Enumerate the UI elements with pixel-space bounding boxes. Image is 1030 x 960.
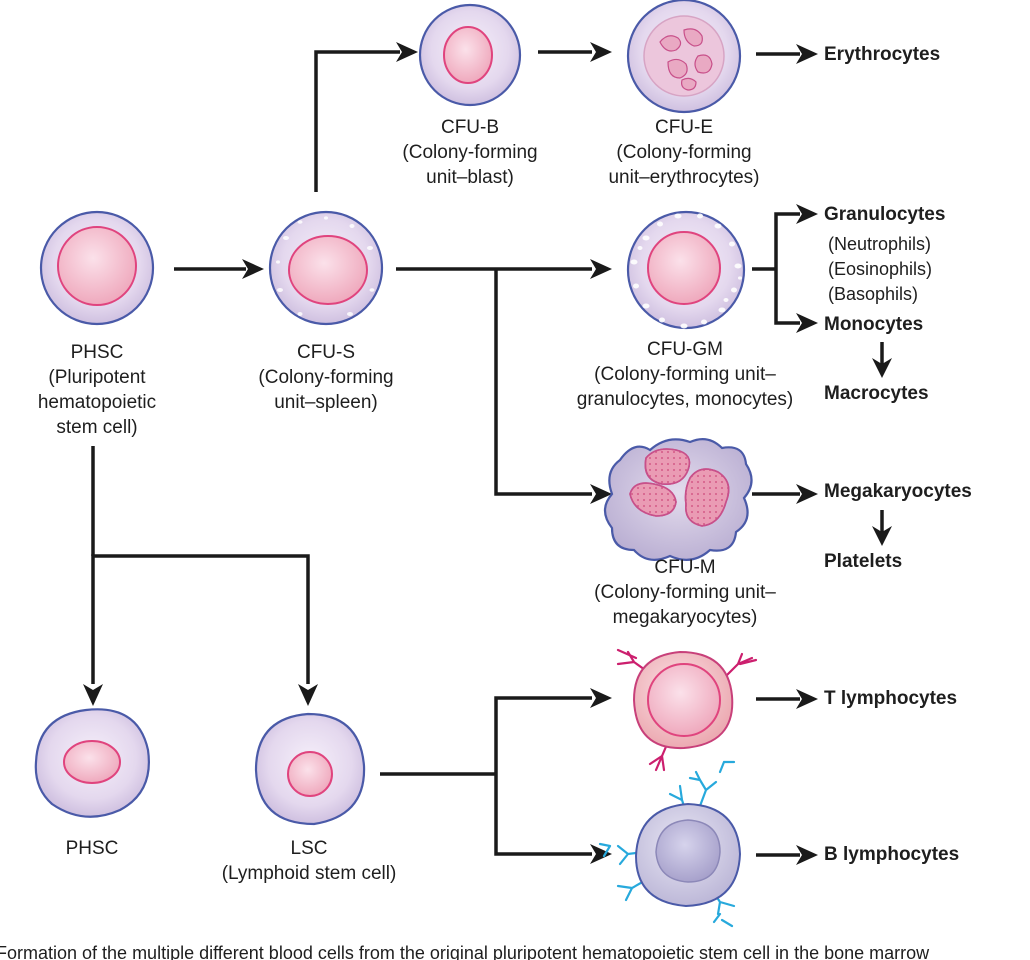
granulocyte-types: (Neutrophils) (Eosinophils) (Basophils) [828,232,932,307]
phsc-cell-bottom [34,708,150,818]
line-split-phsc-lsc [91,554,310,684]
label-line: unit–spleen) [274,392,378,413]
arrowhead [590,259,612,279]
granulocyte-type: (Basophils) [828,284,919,304]
label-line: granulocytes, monocytes) [576,389,794,410]
label-cfu-b: CFU-B (Colony-forming unit–blast) [380,115,560,190]
cfu-b-cell [418,3,522,107]
arrowhead [872,358,892,378]
arrowhead [796,689,818,709]
label-line: PHSC [65,838,119,859]
label-line: CFU-M [654,557,716,578]
label-line: CFU-GM [647,339,723,360]
label-cfu-m: CFU-M (Colony-forming unit– megakaryocyt… [560,555,810,630]
granules [630,213,742,329]
label-line: (Lymphoid stem cell) [221,863,397,884]
label-line: hematopoietic [37,392,157,413]
arrowhead [83,684,103,706]
b-cell [598,760,742,928]
output-platelets: Platelets [824,551,903,572]
arrowhead [590,844,612,864]
arrowhead [796,484,818,504]
label-line: CFU-E [654,117,714,138]
output-macrocytes: Macrocytes [824,383,929,404]
label-line: (Pluripotent [48,367,146,388]
line-branch-to-cfum [494,269,592,496]
output-erythrocytes: Erythrocytes [824,44,941,65]
label-line: (Colony-forming unit– [594,582,776,603]
label-line: megakaryocytes) [612,607,758,628]
arrowhead [590,484,612,504]
label-line: (Colony-forming [402,142,538,163]
nucleus-lobes [629,448,730,527]
granulocyte-type: (Eosinophils) [828,259,933,279]
granulocyte-type: (Neutrophils) [828,234,932,254]
label-line: LSC [290,838,328,859]
cfu-s-cell [268,210,384,326]
cytoplasm-granules [276,216,375,316]
line-cfus-to-cfub [314,50,400,192]
label-line: (Colony-forming unit– [594,364,776,385]
label-cfu-e: CFU-E (Colony-forming unit–erythrocytes) [582,115,786,190]
label-phsc-pluripotent: PHSC (Pluripotent hematopoietic stem cel… [20,340,174,440]
output-megakaryocytes: Megakaryocytes [824,481,972,502]
lsc-cell [254,712,366,826]
label-line: (Colony-forming [258,367,394,388]
label-cfu-gm: CFU-GM (Colony-forming unit– granulocyte… [550,337,820,412]
arrowhead [396,42,418,62]
label-line: PHSC [70,342,124,363]
figure-caption: Formation of the multiple different bloo… [0,944,1030,960]
cfu-gm-cell [626,210,746,330]
label-line: stem cell) [56,417,138,438]
arrowhead [796,845,818,865]
label-line: unit–blast) [426,167,514,188]
t-cell [616,648,758,772]
nuclear-fragments [659,28,713,91]
label-line: (Colony-forming [616,142,752,163]
caption-text: Formation of the multiple different bloo… [0,944,930,960]
label-line: CFU-B [440,117,500,138]
output-monocytes: Monocytes [824,314,924,335]
label-line: unit–erythrocytes) [608,167,760,188]
label-line: CFU-S [296,342,356,363]
arrowhead [796,204,818,224]
phsc-cell-top [39,210,155,326]
label-cfu-s: CFU-S (Colony-forming unit–spleen) [226,340,426,415]
arrowhead [242,259,264,279]
output-granulocytes: Granulocytes [824,204,946,225]
cfu-m-cell [603,437,753,561]
arrowhead [796,313,818,333]
arrowhead [796,44,818,64]
arrowhead [298,684,318,706]
arrowhead [590,42,612,62]
arrow-heads [83,42,892,865]
line-fork-granulo-mono [774,212,800,325]
output-t-lymphocytes: T lymphocytes [824,688,958,709]
output-b-lymphocytes: B lymphocytes [824,844,960,865]
arrowhead [872,526,892,546]
cfu-e-cell [626,0,742,114]
connector-lines [91,50,884,857]
label-phsc-bottom: PHSC [32,836,152,861]
arrowhead [590,688,612,708]
line-lsc-to-lymphocytes [380,696,592,856]
label-lsc: LSC (Lymphoid stem cell) [196,836,422,886]
